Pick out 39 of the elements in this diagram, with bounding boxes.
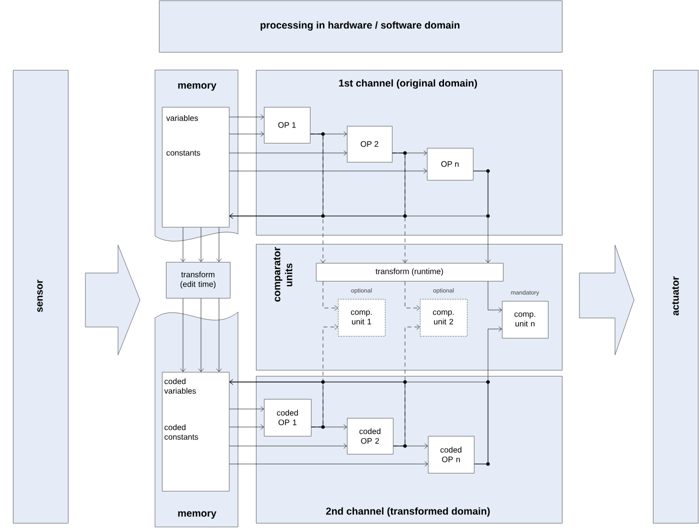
arrow bbox=[404, 281, 420, 311]
comp-unit-box: comp. unit n bbox=[502, 301, 548, 338]
actuator-box: actuator bbox=[653, 70, 698, 524]
arrow bbox=[229, 461, 428, 467]
operation-box: OP 1 bbox=[264, 107, 310, 144]
arrow bbox=[392, 152, 408, 263]
arrow bbox=[229, 150, 347, 156]
arrow bbox=[216, 298, 222, 372]
arrow bbox=[229, 168, 427, 174]
operation-box: OP 2 bbox=[347, 126, 392, 162]
arrow bbox=[229, 424, 264, 430]
arrow bbox=[198, 227, 204, 262]
arrow bbox=[229, 443, 347, 449]
arrow bbox=[310, 134, 326, 263]
arrow bbox=[229, 114, 264, 120]
header-box: processing in hardware / software domain bbox=[159, 0, 562, 52]
comp-unit-box: comp. unit 2 bbox=[420, 299, 468, 336]
arrow bbox=[230, 379, 488, 464]
arrow bbox=[229, 406, 264, 412]
block-arrow bbox=[85, 244, 140, 356]
transform-box: transform (edit time) bbox=[166, 262, 230, 298]
arrow bbox=[229, 131, 264, 137]
arrow bbox=[473, 170, 491, 263]
arrow bbox=[198, 298, 204, 372]
comp-unit-box: comp. unit 1 bbox=[338, 299, 386, 336]
block-arrow bbox=[579, 244, 634, 356]
arrow bbox=[180, 227, 186, 262]
arrow bbox=[322, 281, 338, 311]
operation-box: coded OP 1 bbox=[264, 399, 312, 436]
arrow bbox=[488, 281, 502, 313]
memory-box: variables constants bbox=[162, 107, 230, 228]
memory-box: coded variables coded constants bbox=[162, 372, 230, 492]
sensor-box: sensor bbox=[13, 70, 68, 524]
operation-box: coded OP n bbox=[428, 436, 474, 474]
operation-box: coded OP 2 bbox=[347, 418, 394, 454]
arrow bbox=[216, 227, 222, 262]
operation-box: OP n bbox=[427, 148, 474, 180]
transform-box: transform (runtime) bbox=[316, 263, 504, 282]
arrow bbox=[180, 298, 186, 372]
